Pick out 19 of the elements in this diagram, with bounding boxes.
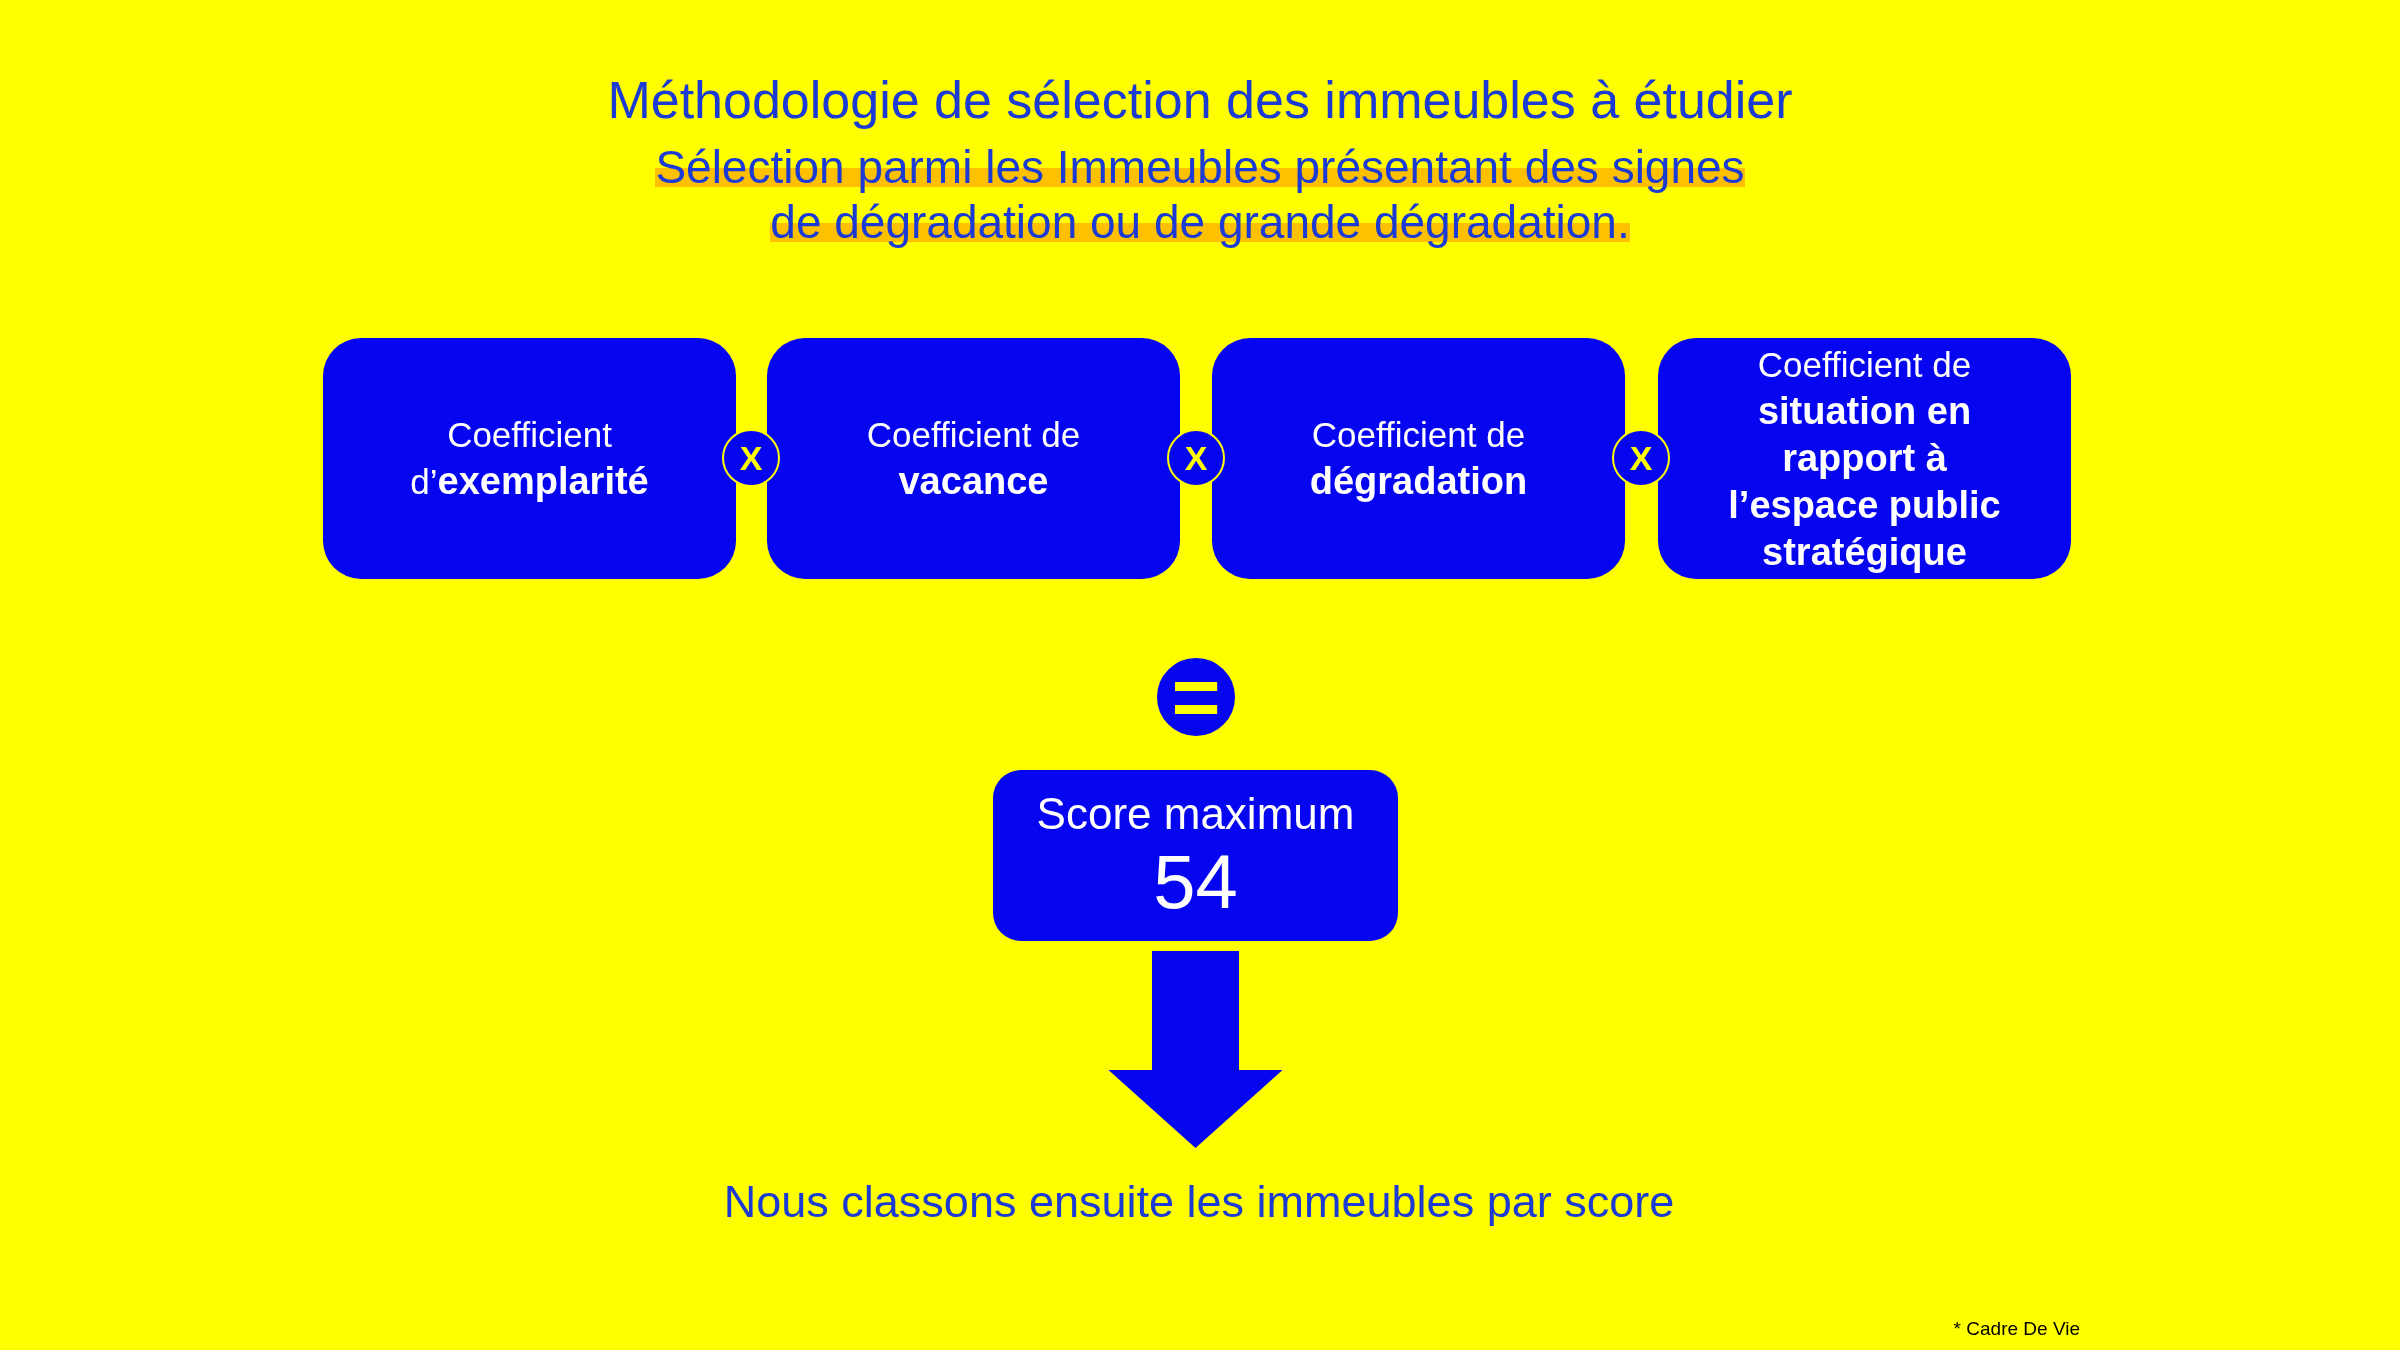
coefficient-box (767, 338, 1180, 579)
operator-sign: X (1184, 438, 1208, 478)
operator-sign: = (1171, 667, 1221, 727)
conclusion-text: Nous classons ensuite les immeubles par score (723, 1172, 1675, 1232)
footnote: * Cadre De Vie (1953, 1317, 2080, 1341)
coefficient-text: Coefficient de dégradation (1308, 414, 1529, 504)
coefficient-box (1212, 338, 1625, 579)
operator-sign: X (1629, 438, 1653, 478)
score-heading: Score maximum (1036, 787, 1355, 840)
coefficient-box (1658, 338, 2071, 579)
score-value: 54 (1153, 839, 1238, 924)
operator-sign: X (739, 438, 763, 478)
coefficient-text: Coefficient d’exemplarité (409, 414, 650, 504)
block-arrow (1108, 951, 1283, 1148)
score-box (993, 770, 1398, 941)
coefficient-text: Coefficient de situation en rapport à l’espace public stratégique (1727, 343, 2002, 575)
page-title: Méthodologie de sélection des immeubles à étudier (607, 70, 1793, 131)
coefficient-text: Coefficient de vacance (865, 414, 1082, 504)
coefficient-box (323, 338, 736, 579)
